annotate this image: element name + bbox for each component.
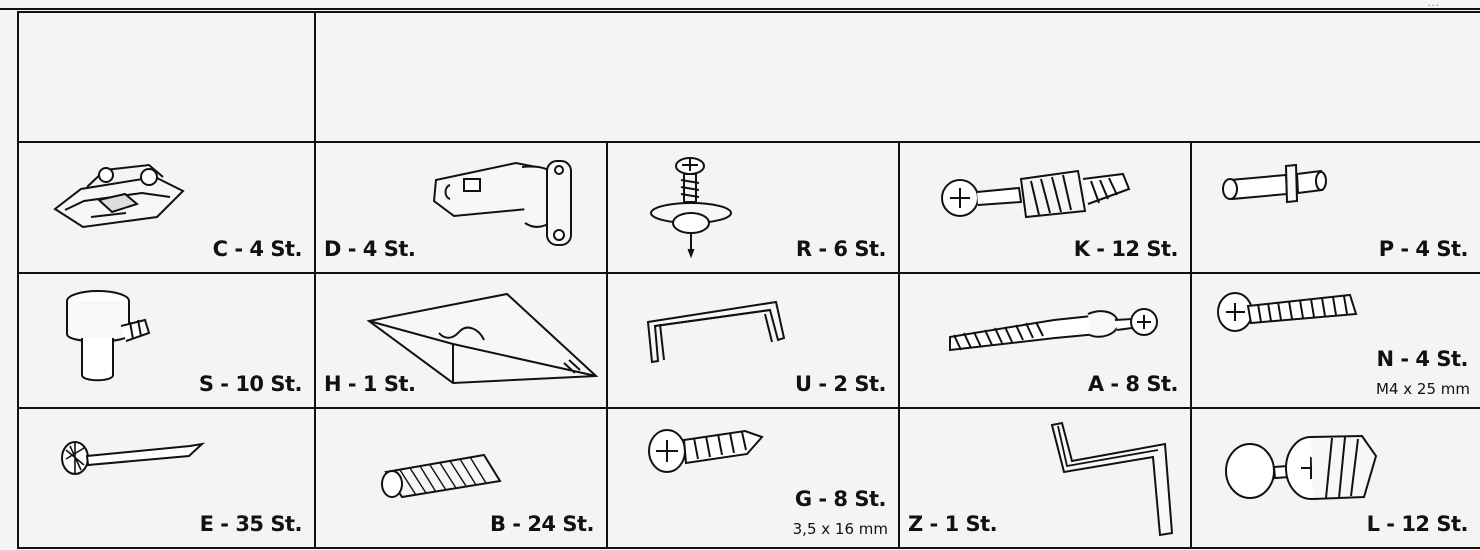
wood-screw-icon [642, 415, 772, 485]
table-header-row [19, 13, 1480, 143]
part-cell-l: L - 12 St. [1192, 409, 1480, 549]
parts-row-1: C - 4 St. D - 4 St. [19, 143, 1480, 274]
parts-table: C - 4 St. D - 4 St. [17, 11, 1480, 549]
part-label-l: L - 12 St. [1366, 512, 1469, 536]
hex-key-icon [1042, 417, 1182, 542]
part-label-n: N - 4 St. [1376, 347, 1469, 371]
part-cell-n: N - 4 St. M4 x 25 mm [1192, 274, 1480, 409]
nail-icon [59, 434, 209, 484]
part-size-g: 3,5 x 16 mm [792, 520, 888, 538]
part-size-n: M4 x 25 mm [1376, 380, 1470, 398]
part-label-a: A - 8 St. [1087, 372, 1179, 396]
blank-header-cell [19, 13, 316, 143]
shelf-support-clip-icon [57, 284, 162, 384]
blank-title-cell [316, 13, 1480, 143]
part-cell-d: D - 4 St. [316, 143, 608, 274]
cabinet-hinge-arm-icon [426, 153, 596, 253]
part-cell-u: U - 2 St. [608, 274, 900, 409]
wooden-dowel-icon [374, 435, 514, 505]
part-label-b: B - 24 St. [489, 512, 595, 536]
part-cell-k: K - 12 St. [900, 143, 1192, 274]
parts-row-3: E - 35 St. B - 24 St. [19, 409, 1480, 549]
parts-row-2: S - 10 St. H - 1 St. [19, 274, 1480, 409]
header-partial-text: ... [1427, 0, 1440, 9]
part-label-p: P - 4 St. [1378, 237, 1469, 261]
part-label-d: D - 4 St. [324, 237, 416, 261]
part-cell-p: P - 4 St. [1192, 143, 1480, 274]
plug-pin-icon [1220, 154, 1330, 209]
part-cell-s: S - 10 St. [19, 274, 316, 409]
part-label-k: K - 12 St. [1073, 237, 1179, 261]
part-cell-h: H - 1 St. [316, 274, 608, 409]
machine-screw-icon [1214, 284, 1369, 339]
part-label-r: R - 6 St. [795, 237, 887, 261]
part-cell-r: R - 6 St. [608, 143, 900, 274]
top-border-line: ... [0, 0, 1480, 10]
part-cell-b: B - 24 St. [316, 409, 608, 549]
cabinet-hinge-base-plate-icon [47, 155, 192, 230]
part-cell-c: C - 4 St. [19, 143, 316, 274]
plastic-profile-strip-icon [361, 286, 606, 386]
cam-lock-with-cap-icon [1219, 432, 1399, 510]
part-label-c: C - 4 St. [212, 237, 303, 261]
part-cell-e: E - 35 St. [19, 409, 316, 549]
u-bracket-icon [636, 292, 801, 367]
cam-bolt-connector-icon [933, 159, 1138, 229]
part-cell-a: A - 8 St. [900, 274, 1192, 409]
part-label-g: G - 8 St. [794, 487, 887, 511]
screw-with-washer-icon [648, 151, 733, 261]
part-label-h: H - 1 St. [324, 372, 416, 396]
part-cell-g: G - 8 St. 3,5 x 16 mm [608, 409, 900, 549]
part-label-z: Z - 1 St. [908, 512, 998, 536]
part-label-u: U - 2 St. [795, 372, 886, 396]
part-label-s: S - 10 St. [198, 372, 303, 396]
connector-screw-with-cap-icon [942, 292, 1162, 357]
part-label-e: E - 35 St. [199, 512, 303, 536]
part-cell-z: Z - 1 St. [900, 409, 1192, 549]
